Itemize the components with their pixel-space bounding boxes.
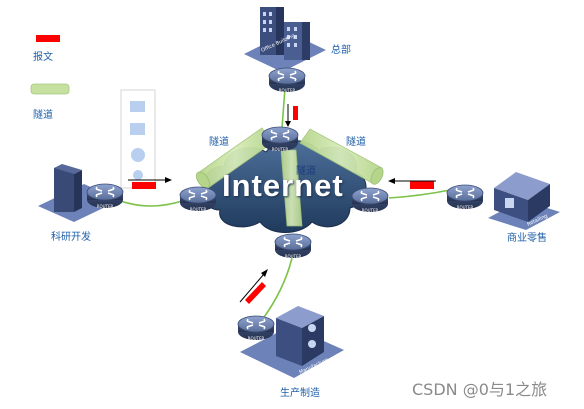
tunnel-center [280, 149, 303, 227]
tunnel-left-label: 隧道 [209, 137, 229, 148]
legend-tunnel-swatch [30, 83, 70, 95]
packet-square-icon [130, 101, 145, 112]
legend-message-label: 报文 [33, 52, 53, 63]
legend-message-swatch [36, 35, 60, 42]
manufacturing-label: 生产制造 [280, 388, 320, 399]
link-mfg [261, 257, 293, 321]
packet-circle-icon [131, 148, 145, 162]
message-mfg [239, 269, 268, 304]
mfg-building: Manufacture [240, 306, 344, 378]
router-caption: ROUTER [362, 208, 379, 213]
legend-tunnel-label: 隧道 [33, 110, 53, 121]
retail-label: 商业零售 [507, 233, 547, 244]
router-caption: ROUTER [279, 88, 296, 93]
tunnel-right [299, 128, 384, 185]
router-caption: ROUTER [97, 204, 114, 209]
router-caption: ROUTER [272, 147, 289, 152]
tunnel-center-label: 隧道 [296, 166, 316, 177]
link-hq [281, 87, 286, 129]
packet-square-icon [130, 123, 145, 135]
links [117, 87, 451, 321]
router-caption: ROUTER [248, 336, 265, 341]
link-retail [388, 189, 451, 199]
hq-building: Office Building [244, 7, 326, 72]
hq-label: 总部 [331, 45, 351, 56]
router-caption: ROUTER [285, 254, 302, 259]
router-caption: ROUTER [457, 205, 474, 210]
message-hq [285, 104, 298, 127]
message-retail [388, 178, 436, 189]
retail-building: Retailing [488, 172, 560, 230]
rd-label: 科研开发 [51, 232, 91, 243]
watermark: CSDN @0与1之旅 [412, 380, 548, 399]
packet-circle-icon [133, 170, 143, 180]
message-rd [128, 177, 172, 189]
router-caption: ROUTER [190, 207, 207, 212]
packet-panel [120, 89, 156, 189]
link-rd [117, 199, 186, 207]
tunnel-right-label: 隧道 [346, 137, 366, 148]
internet-label: Internet [222, 168, 344, 203]
